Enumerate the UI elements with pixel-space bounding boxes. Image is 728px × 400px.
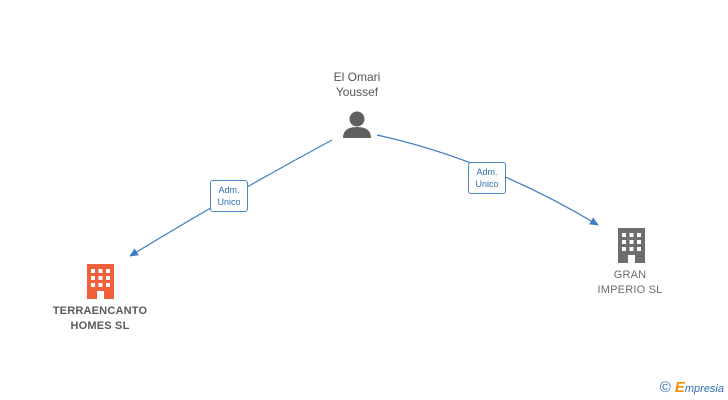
edge-role-label: Adm. Unico [210,180,248,212]
person-icon[interactable] [343,111,371,139]
brand-logo: © Empresia [660,378,724,396]
company-name[interactable]: TERRAENCANTO HOMES SL [40,304,160,334]
brand-wordmark: Empresia [675,379,724,396]
edge-role-label: Adm. Unico [468,162,506,194]
person-name[interactable]: El Omari Youssef [317,70,397,100]
copyright-icon: © [659,378,671,396]
edge-role-line2: Unico [475,179,499,189]
brand-initial: E [674,378,685,396]
company-name-line2: IMPERIO SL [597,284,663,296]
building-icon[interactable] [87,264,114,299]
company-name[interactable]: GRAN IMPERIO SL [580,268,680,298]
company-name-line2: HOMES SL [70,320,130,332]
person-name-line2: Youssef [335,85,379,99]
building-icon[interactable] [618,228,645,263]
edge-role-line2: Unico [217,197,241,207]
brand-rest: mpresia [684,382,724,395]
company-name-line1: GRAN [613,269,647,281]
edge-role-line1: Adm. [218,185,240,195]
company-name-line1: TERRAENCANTO [52,305,148,317]
edge-role-line1: Adm. [476,167,498,177]
person-name-line1: El Omari [333,70,381,84]
